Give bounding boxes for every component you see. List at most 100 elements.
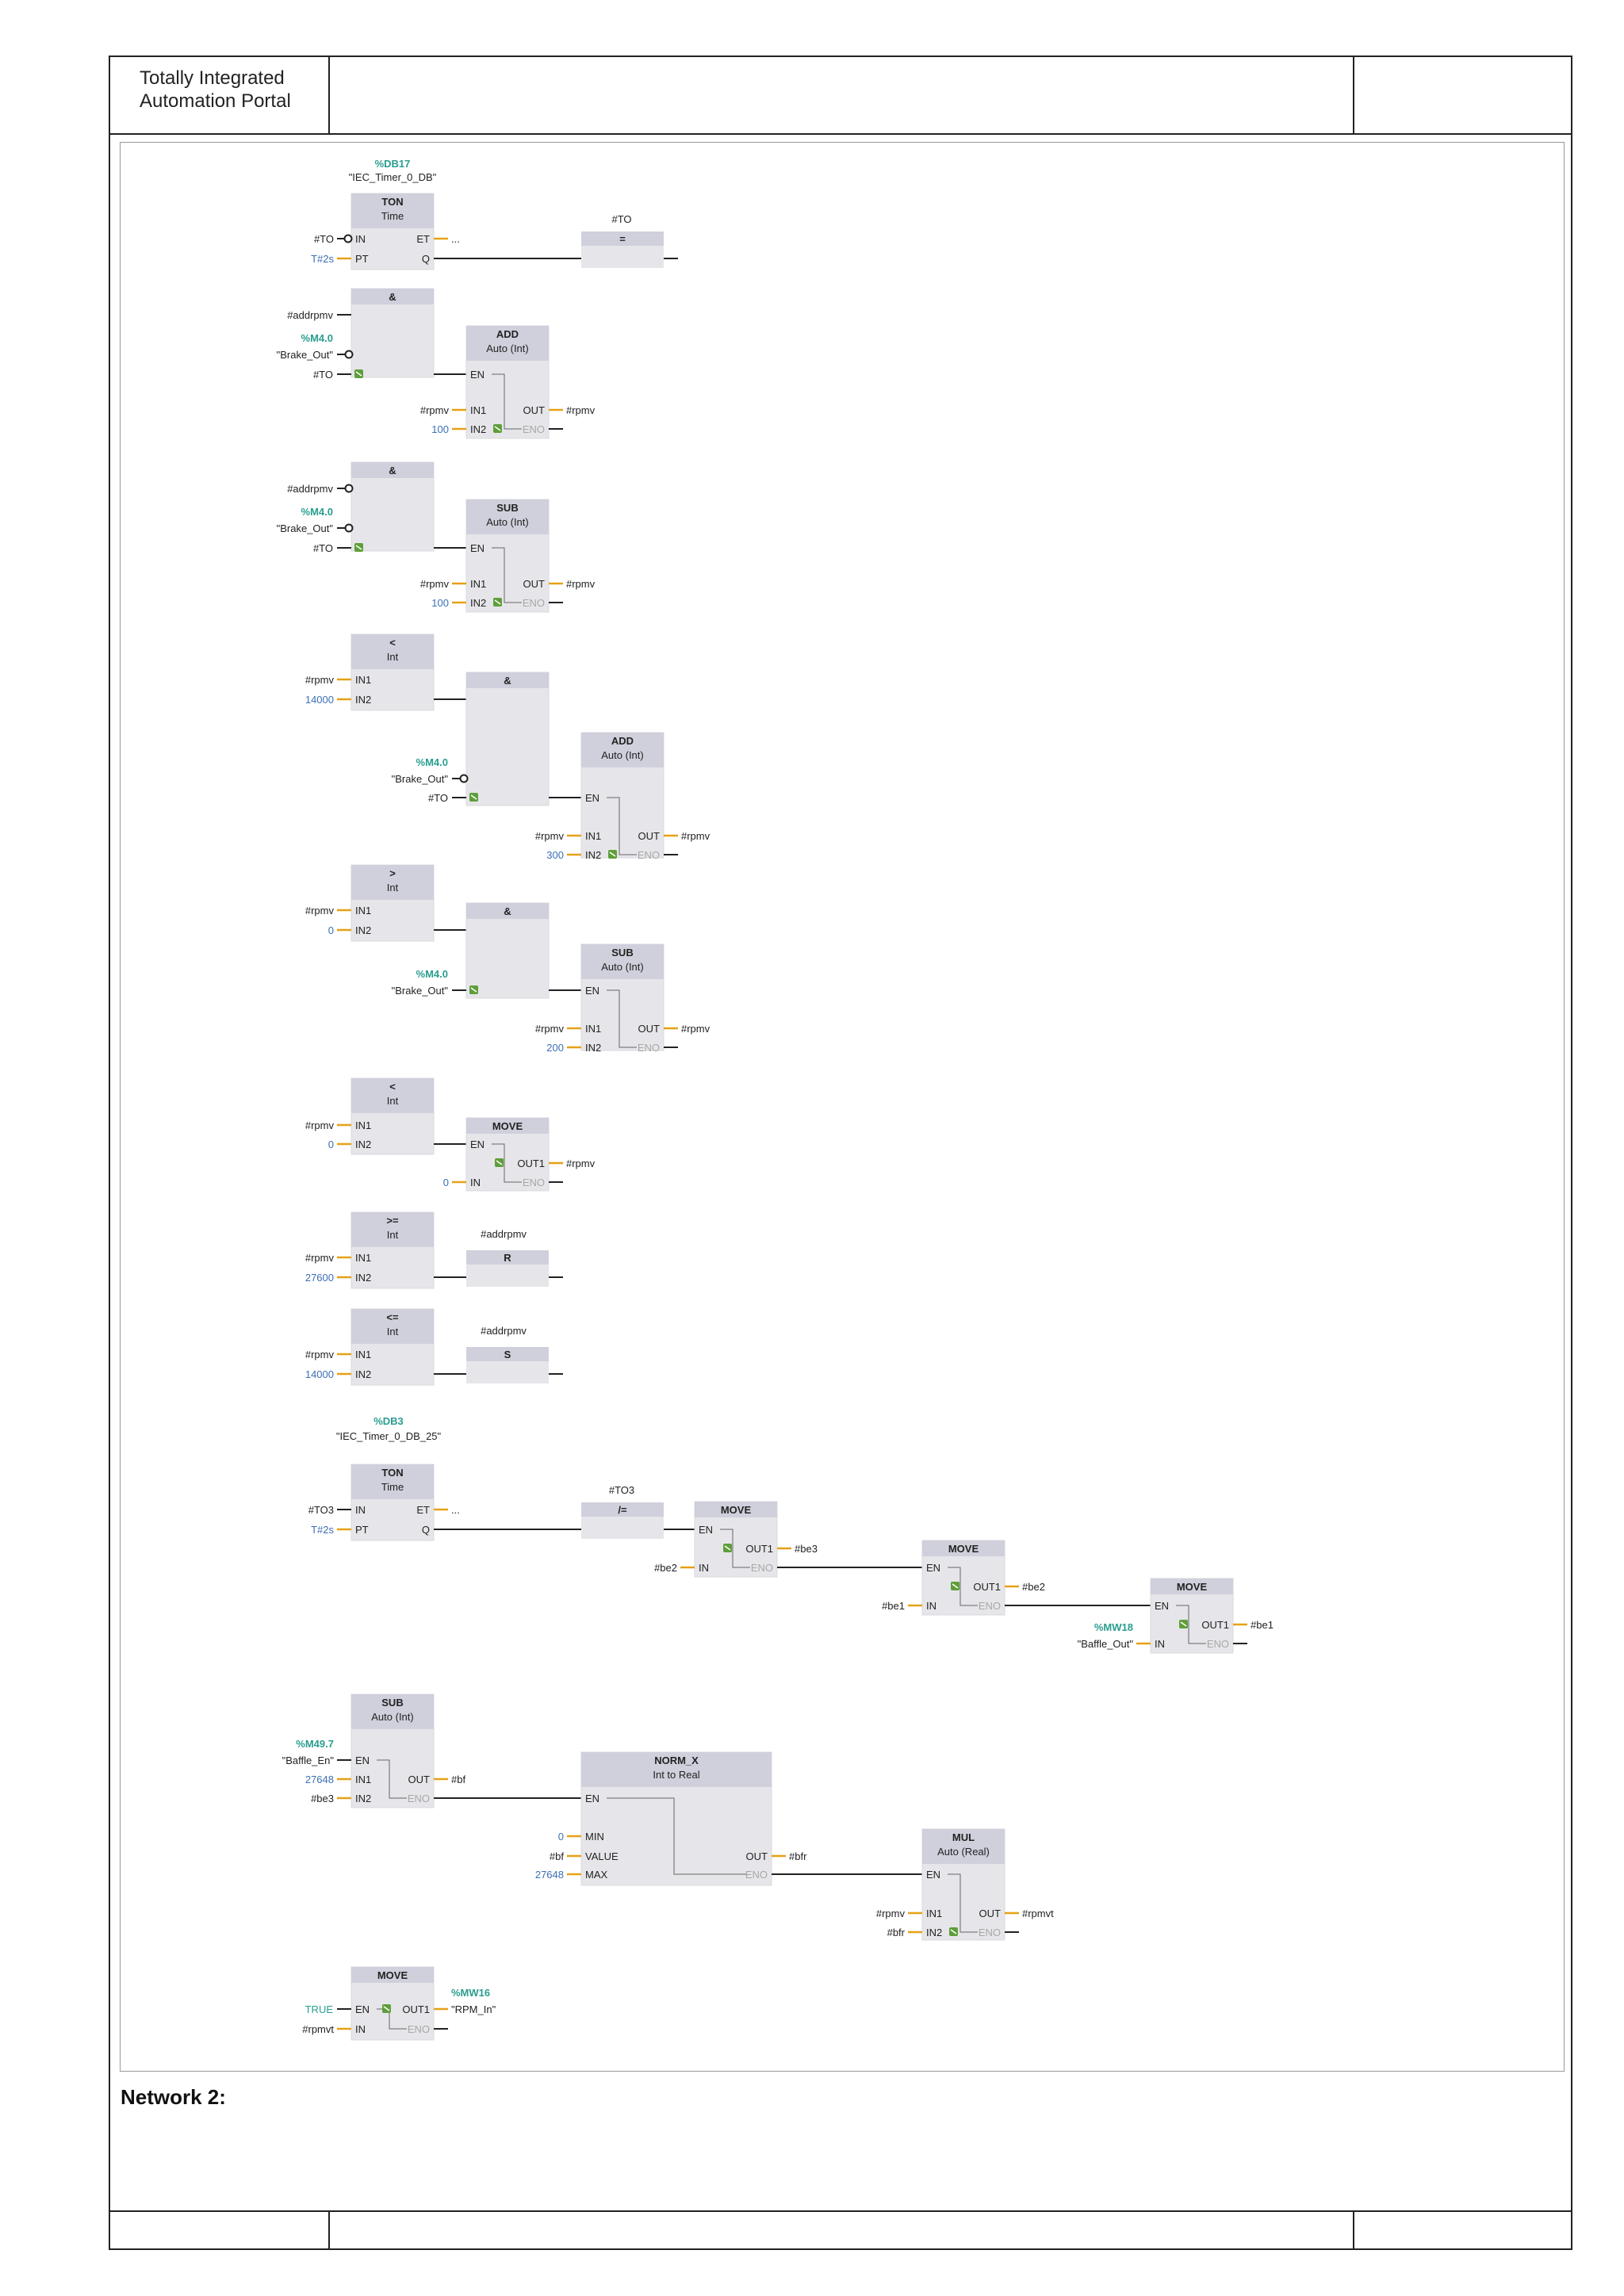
db-name: "IEC_Timer_0_DB"	[349, 171, 437, 183]
green-flag-mark	[609, 851, 616, 857]
operand: #rpmv	[305, 905, 335, 916]
operand-address: %M4.0	[301, 332, 333, 344]
block-subtitle: Int	[387, 1095, 399, 1107]
pin-label: OUT	[746, 1850, 768, 1862]
operand: #rpmv	[305, 1349, 335, 1360]
db-address: %DB17	[375, 158, 411, 170]
pin-label: IN2	[585, 849, 601, 861]
green-flag-mark	[494, 426, 501, 431]
operand: 300	[546, 849, 564, 861]
pin-label: IN2	[926, 1927, 942, 1938]
green-flag-icon	[608, 850, 617, 859]
operand-symbol: "Baffle_En"	[282, 1755, 335, 1766]
pin-label: OUT	[638, 830, 661, 842]
and-block	[350, 288, 435, 378]
operand: 0	[328, 924, 334, 936]
block-title: <	[389, 637, 396, 649]
pin-label: IN	[699, 1562, 709, 1574]
en-eno-link	[948, 1567, 978, 1606]
green-flag-mark	[470, 794, 477, 800]
pin-label: EN	[699, 1524, 713, 1536]
green-flag-mark	[496, 1160, 503, 1165]
operand-symbol: "RPM_In"	[451, 2003, 496, 2015]
block-header	[466, 903, 549, 919]
pin-label: IN1	[355, 674, 371, 686]
pin-label: ENO	[408, 1793, 430, 1804]
pin-label: Q	[422, 253, 430, 265]
pin-label: ENO	[523, 423, 545, 435]
block-title: MOVE	[1177, 1581, 1208, 1593]
green-flag-icon	[354, 369, 363, 378]
operand: T#2s	[311, 1524, 334, 1536]
operand: #rpmv	[681, 1023, 710, 1035]
operand: #rpmv	[535, 1023, 565, 1035]
pin-label: VALUE	[585, 1850, 619, 1862]
pin-label: OUT	[638, 1023, 661, 1035]
operand-address: %M4.0	[416, 756, 448, 768]
pin-label: IN2	[355, 924, 371, 936]
block-title: &	[389, 465, 396, 476]
pin-label: ET	[416, 1504, 430, 1516]
green-flag-icon	[382, 2004, 391, 2013]
mul-block	[921, 1828, 1005, 1941]
operand-symbol: "Brake_Out"	[277, 349, 334, 361]
pin-label: MIN	[585, 1831, 604, 1843]
pin-label: ET	[416, 233, 430, 245]
operand: #TO	[314, 233, 334, 245]
coil-header	[466, 1250, 549, 1265]
pin-label: IN	[470, 1177, 481, 1188]
pin-label: IN	[355, 2023, 366, 2035]
block-title: SUB	[381, 1697, 403, 1709]
move-block	[1150, 1578, 1234, 1654]
operand: ...	[451, 1504, 460, 1516]
operand: #rpmv	[420, 404, 450, 416]
pin-label: ENO	[408, 2023, 430, 2035]
operand: #addrpmv	[287, 483, 333, 495]
block-subtitle: Time	[381, 210, 404, 222]
negation-circle	[459, 774, 469, 783]
add-block	[465, 325, 550, 439]
pin-label: EN	[470, 369, 485, 381]
pin-label: EN	[355, 1755, 370, 1766]
pin-label: IN1	[355, 1774, 371, 1785]
and-block	[350, 461, 435, 552]
pin-label: IN	[1155, 1638, 1165, 1650]
operand: 100	[431, 423, 449, 435]
pin-label: PT	[355, 253, 369, 265]
green-flag-mark	[383, 2006, 390, 2011]
pin-label: OUT1	[402, 2003, 430, 2015]
en-eno-link	[607, 797, 637, 855]
block-title: >	[389, 867, 396, 879]
en-eno-link	[720, 1529, 750, 1568]
operand: #bfr	[887, 1927, 906, 1938]
block-subtitle: Auto (Int)	[486, 516, 528, 528]
block-subtitle: Auto (Real)	[937, 1846, 990, 1858]
block-title: &	[504, 905, 511, 917]
operand-symbol: "Brake_Out"	[392, 773, 449, 785]
cmp-block	[350, 864, 435, 942]
operand: #be1	[882, 1600, 905, 1612]
block-header	[351, 289, 434, 304]
db-address: %DB3	[373, 1415, 404, 1427]
operand: #rpmv	[566, 404, 596, 416]
pin-label: EN	[585, 1793, 599, 1804]
pin-label: IN1	[355, 1349, 371, 1360]
and-block	[465, 902, 550, 999]
operand: 200	[546, 1042, 564, 1054]
pin-label: Q	[422, 1524, 430, 1536]
negation-circle	[344, 350, 354, 359]
pin-label: OUT	[523, 578, 546, 590]
block-title: MUL	[952, 1831, 975, 1843]
negation-circle	[343, 234, 353, 243]
coil-label: R	[504, 1252, 511, 1264]
pin-label: ENO	[979, 1927, 1001, 1938]
en-eno-link	[492, 547, 522, 603]
en-eno-link	[607, 1797, 746, 1875]
pin-label: IN2	[470, 423, 486, 435]
block-subtitle: Int to Real	[653, 1769, 699, 1781]
block-header	[351, 865, 434, 900]
block-header	[581, 733, 664, 767]
pin-label: EN	[470, 1138, 485, 1150]
operand-symbol: "Brake_Out"	[277, 522, 334, 534]
